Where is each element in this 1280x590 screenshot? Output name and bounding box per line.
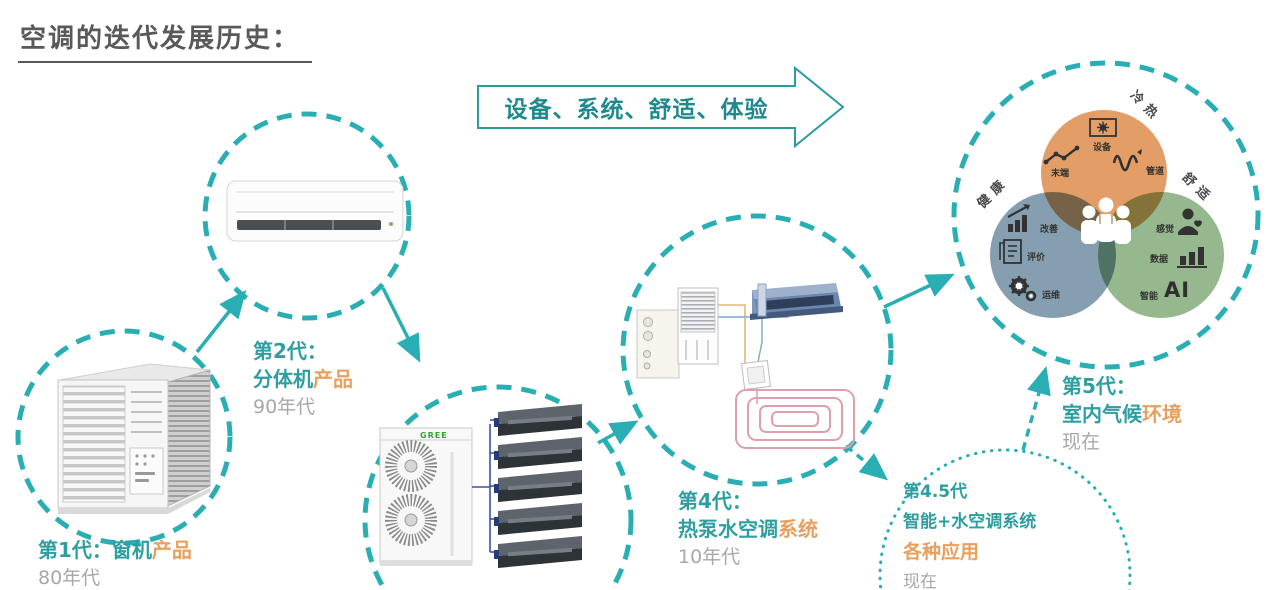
stage2-label: 第2代： 分体机产品 90年代	[253, 337, 353, 421]
indoor-units	[494, 404, 582, 568]
stage4-title: 第4代：	[678, 489, 752, 513]
stage2-highlight: 产品	[313, 367, 353, 391]
stage4-circle	[620, 213, 894, 487]
split-ac-image	[226, 180, 404, 242]
stage2-era: 90年代	[253, 396, 316, 418]
stage4-5-label: 第4.5代 智能+水空调系统 各种应用 现在	[903, 477, 1036, 590]
stage4-5-highlight: 各种应用	[903, 541, 980, 563]
venn-item-evaluate: 评价	[1027, 253, 1046, 263]
venn-item-pipeline: 管道	[1146, 167, 1165, 177]
stage4-label: 第4代： 热泵水空调系统 10年代	[678, 487, 818, 571]
stage2-name: 分体机	[253, 367, 313, 391]
page-title: 空调的迭代发展历史：	[18, 18, 313, 63]
people-icon	[1081, 197, 1131, 244]
stage5-label: 第5代： 室内气候环境 现在	[1062, 372, 1182, 456]
arrow-stage4-to-stage4-5	[844, 444, 889, 481]
stage5-name: 室内气候	[1062, 402, 1142, 426]
banner-arrow-shape	[477, 65, 845, 149]
evaluate-icon	[999, 239, 1022, 264]
fan-coil-unit	[750, 283, 843, 320]
stage1-highlight: 产品	[151, 538, 192, 562]
equipment-icon	[1089, 118, 1117, 137]
stage5-title: 第5代：	[1062, 374, 1136, 398]
arrow-stage2-to-stage3	[381, 287, 421, 363]
ai-label: AI	[1164, 278, 1191, 302]
stage5-era: 现在	[1062, 431, 1101, 453]
stage5-highlight: 环境	[1142, 402, 1182, 426]
stage2-circle	[202, 111, 412, 321]
stage4-5-title: 第4.5代	[903, 482, 968, 502]
stage4-5-subtitle: 智能+水空调系统	[903, 512, 1037, 532]
improve-icon	[1007, 204, 1030, 232]
stage4-era: 10年代	[678, 546, 741, 568]
stage4-5-era: 现在	[903, 572, 937, 590]
arrow-stage4-to-stage5	[883, 273, 955, 309]
heat-pump-image	[636, 283, 855, 449]
stage4-5-circle	[878, 448, 1132, 590]
stage1-circle	[15, 328, 233, 546]
venn-item-data: 数据	[1150, 255, 1169, 265]
arrow-stage1-to-stage2	[195, 289, 247, 354]
terminal-icon	[1043, 145, 1080, 165]
operate-icon	[1009, 276, 1037, 302]
arrow-stage4-5-to-stage5	[1021, 365, 1051, 451]
venn-item-equipment: 设备	[1093, 143, 1112, 153]
venn-item-sense: 感觉	[1156, 225, 1175, 235]
stage1-name: 第1代：窗机	[38, 538, 152, 562]
window-ac-image	[57, 363, 211, 514]
stage1-era: 80年代	[38, 567, 101, 589]
gree-logo: GREE	[420, 431, 448, 440]
stage2-title: 第2代：	[253, 339, 327, 363]
floor-heating-coil	[735, 389, 855, 449]
data-icon	[1177, 247, 1207, 268]
stage1-label: 第1代：窗机产品	[38, 536, 192, 564]
stage5-circle	[951, 60, 1261, 370]
venn-item-intelligence: 智能	[1140, 292, 1159, 302]
pipeline-icon	[1112, 149, 1142, 172]
arrow-stage3-to-stage4	[597, 420, 639, 445]
multi-split-image	[379, 404, 582, 568]
venn-item-improve: 改善	[1040, 225, 1059, 235]
banner-text: 设备、系统、舒适、体验	[504, 97, 769, 123]
stage3-circle	[362, 384, 634, 590]
venn-item-terminal: 末端	[1051, 169, 1070, 179]
venn-item-operate: 运维	[1042, 291, 1061, 301]
venn-diagram	[990, 110, 1224, 318]
stage4-name: 热泵水空调	[678, 517, 778, 541]
stage4-highlight: 系统	[778, 517, 818, 541]
sense-icon	[1178, 208, 1202, 235]
